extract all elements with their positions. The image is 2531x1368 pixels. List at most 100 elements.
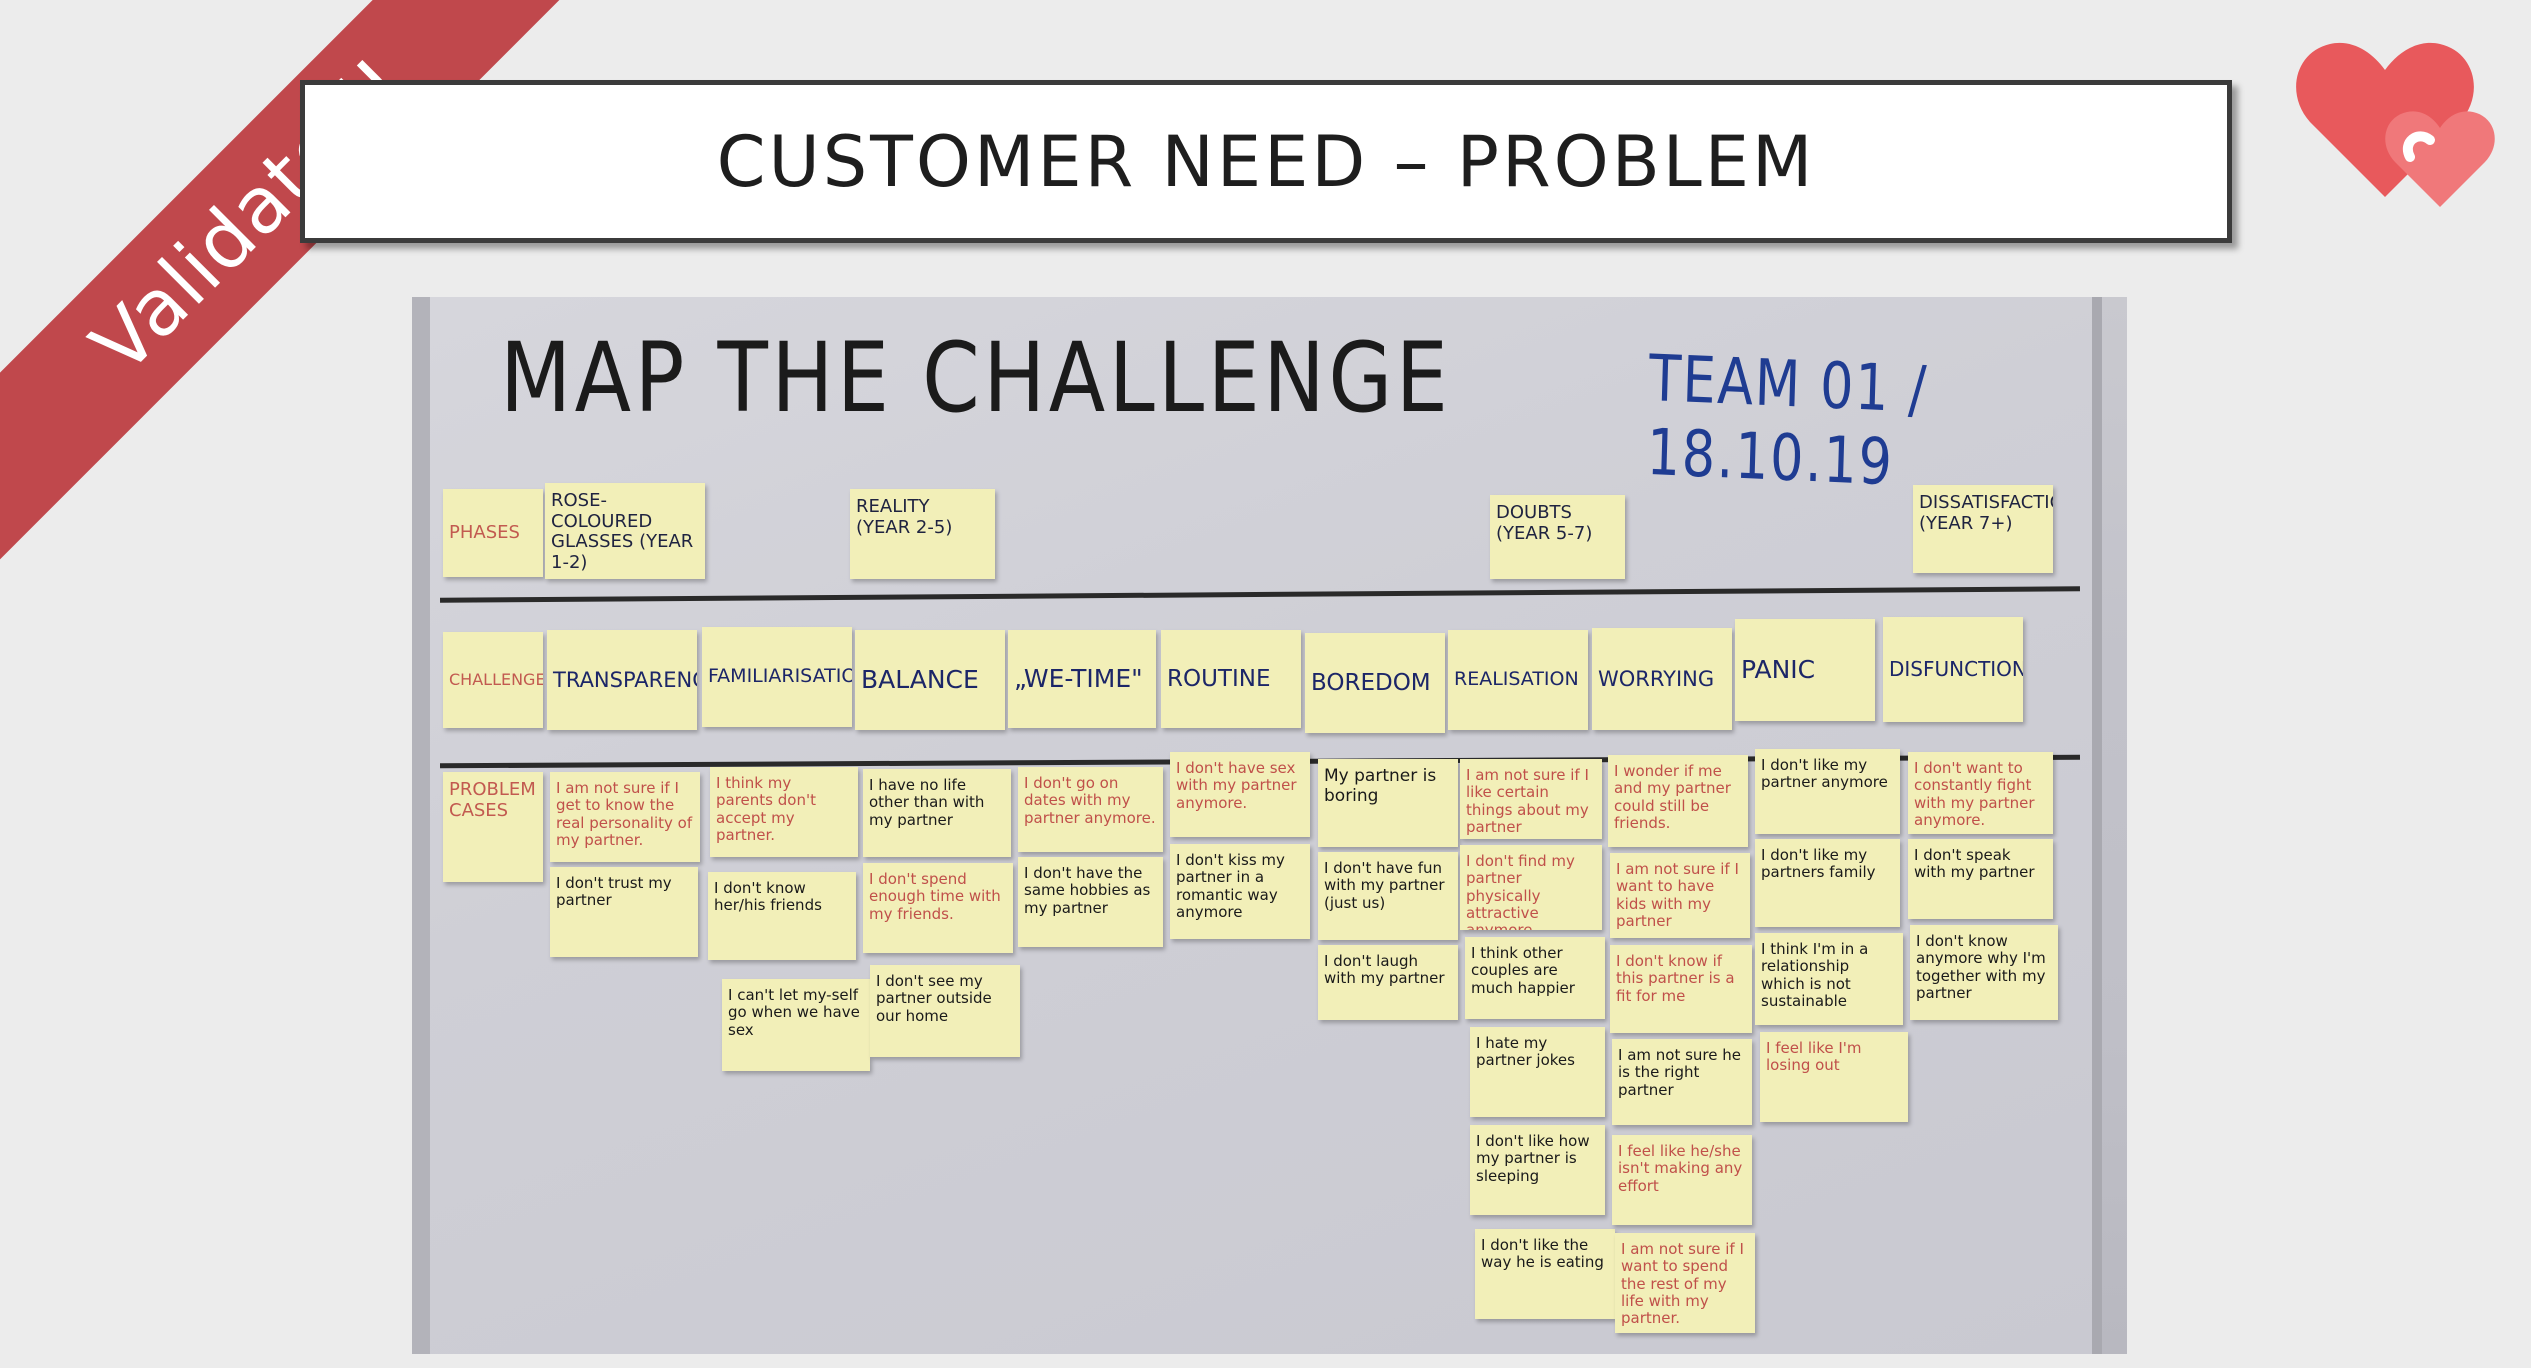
challenge-note: WORRYING [1592,628,1732,730]
phase-label: DOUBTS (YEAR 5-7) [1496,502,1593,544]
challenge-label: PANIC [1741,654,1816,684]
problem-text: I don't find my partner physically attra… [1466,852,1575,930]
problem-text: I don't spend enough time with my friend… [869,870,1001,923]
double-heart-logo-icon [2296,42,2495,207]
problem-note: I don't like how my partner is sleeping [1470,1125,1605,1215]
challenge-label: TRANSPARENCY [553,667,697,692]
problem-note: I don't find my partner physically attra… [1460,845,1602,930]
problem-note: I am not sure if I want to spend the res… [1615,1233,1755,1333]
problem-text: I don't want to constantly fight with my… [1914,759,2035,829]
problem-note: I am not sure he is the right partner [1612,1039,1752,1125]
challenge-note: REALISATION [1448,630,1588,730]
whiteboard-frame [412,297,430,1354]
challenge-label: BALANCE [861,664,979,694]
problem-text: I don't see my partner outside our home [876,972,992,1025]
problem-text: I have no life other than with my partne… [869,776,985,829]
problem-note: I don't know her/his friends [708,872,856,960]
problem-note: I don't trust my partner [550,867,698,957]
problem-text: I think my parents don't accept my partn… [716,774,816,844]
phase-note: DOUBTS (YEAR 5-7) [1490,495,1625,579]
challenge-label: BOREDOM [1311,669,1431,696]
problem-note: I don't spend enough time with my friend… [863,863,1013,953]
problem-cases-label: PROBLEM CASES [449,779,536,821]
challenge-label: „WE-TIME" [1014,663,1143,693]
problem-text: I hate my partner jokes [1476,1034,1575,1070]
problem-note: I don't go on dates with my partner anym… [1018,767,1163,852]
problem-text: I don't speak with my partner [1914,846,2035,882]
problem-text: I don't like the way he is eating [1481,1236,1604,1272]
problem-text: My partner is boring [1324,766,1437,806]
problem-note: I feel like he/she isn't making any effo… [1612,1135,1752,1225]
problem-text: I wonder if me and my partner could stil… [1614,762,1731,832]
problem-cases-label-note: PROBLEM CASES [443,772,543,882]
problem-note: I don't know anymore why I'm together wi… [1910,925,2058,1020]
problem-text: I don't kiss my partner in a romantic wa… [1176,851,1285,921]
problem-note: I don't kiss my partner in a romantic wa… [1170,844,1310,939]
phase-note: ROSE-COLOURED GLASSES (YEAR 1-2) [545,483,705,579]
problem-text: I don't go on dates with my partner anym… [1024,774,1156,827]
problem-text: I don't know anymore why I'm together wi… [1916,932,2046,1002]
problem-text: I don't have fun with my partner (just u… [1324,859,1445,912]
challenge-note: BOREDOM [1305,633,1445,733]
problem-note: I don't laugh with my partner [1318,945,1458,1020]
problem-text: I don't laugh with my partner [1324,952,1445,988]
team-date-label: TEAM 01 / 18.10.19 [1645,342,1929,501]
problem-note: I feel like I'm losing out [1760,1032,1908,1122]
problem-note: I think my parents don't accept my partn… [710,767,858,857]
problem-note: My partner is boring [1318,759,1458,847]
problem-text: I don't know if this partner is a fit fo… [1616,952,1735,1005]
problem-text: I am not sure if I want to have kids wit… [1616,860,1739,930]
phase-note: DISSATISFACTION (YEAR 7+) [1913,485,2053,573]
phase-label: DISSATISFACTION (YEAR 7+) [1919,492,2053,534]
challenges-label-note: CHALLENGES [443,632,543,728]
challenge-note: DISFUNCTION [1883,617,2023,722]
phase-label: ROSE-COLOURED GLASSES (YEAR 1-2) [551,490,694,574]
problem-note: I don't like the way he is eating [1475,1229,1615,1319]
whiteboard-photo: MAP THE CHALLENGE TEAM 01 / 18.10.19 PHA… [412,297,2127,1354]
problem-note: I am not sure if I want to have kids wit… [1610,853,1750,938]
whiteboard: MAP THE CHALLENGE TEAM 01 / 18.10.19 PHA… [430,297,2102,1354]
phases-label-note: PHASES [443,489,543,577]
problem-text: I think I'm in a relationship which is n… [1761,940,1869,1010]
problem-note: I am not sure if I like certain things a… [1460,759,1602,839]
challenge-note: PANIC [1735,619,1875,721]
phase-note: REALITY (YEAR 2-5) [850,489,995,579]
challenge-note: TRANSPARENCY [547,630,697,730]
challenge-label: ROUTINE [1167,665,1271,692]
problem-text: I don't like my partner anymore [1761,756,1888,792]
problem-note: I think other couples are much happier [1465,937,1605,1019]
problem-text: I don't have the same hobbies as my part… [1024,864,1151,917]
problem-text: I think other couples are much happier [1471,944,1575,997]
challenge-note: BALANCE [855,630,1005,730]
problem-text: I don't trust my partner [556,874,672,910]
problem-note: I don't see my partner outside our home [870,965,1020,1057]
problem-note: I don't speak with my partner [1908,839,2053,919]
problem-text: I don't like my partners family [1761,846,1876,882]
problem-text: I am not sure he is the right partner [1618,1046,1741,1099]
problem-text: I don't like how my partner is sleeping [1476,1132,1590,1185]
slide-title-box: CUSTOMER NEED – PROBLEM [300,80,2232,243]
challenge-note: ROUTINE [1161,630,1301,728]
slide-title: CUSTOMER NEED – PROBLEM [716,120,1816,203]
problem-text: I don't know her/his friends [714,879,822,915]
problem-note: I don't have sex with my partner anymore… [1170,752,1310,837]
problem-note: I don't know if this partner is a fit fo… [1610,945,1752,1033]
challenge-label: WORRYING [1598,666,1715,691]
challenge-label: REALISATION [1454,668,1579,691]
problem-note: I wonder if me and my partner could stil… [1608,755,1748,847]
problem-text: I feel like he/she isn't making any effo… [1618,1142,1743,1195]
problem-note: I don't want to constantly fight with my… [1908,752,2053,834]
problem-note: I can't let my-self go when we have sex [722,979,870,1071]
whiteboard-title: MAP THE CHALLENGE [500,322,1452,434]
challenge-note: „WE-TIME" [1008,630,1156,728]
problem-text: I am not sure if I get to know the real … [556,779,693,849]
problem-text: I feel like I'm losing out [1766,1039,1862,1075]
problem-note: I have no life other than with my partne… [863,769,1011,857]
problem-text: I can't let my-self go when we have sex [728,986,860,1039]
challenge-label: FAMILIARISATION [708,665,852,688]
phase-label: REALITY (YEAR 2-5) [856,496,953,538]
challenges-label: CHALLENGES [449,669,543,689]
problem-note: I don't like my partner anymore [1755,749,1900,834]
problem-note: I don't like my partners family [1755,839,1900,927]
problem-note: I don't have the same hobbies as my part… [1018,857,1163,947]
